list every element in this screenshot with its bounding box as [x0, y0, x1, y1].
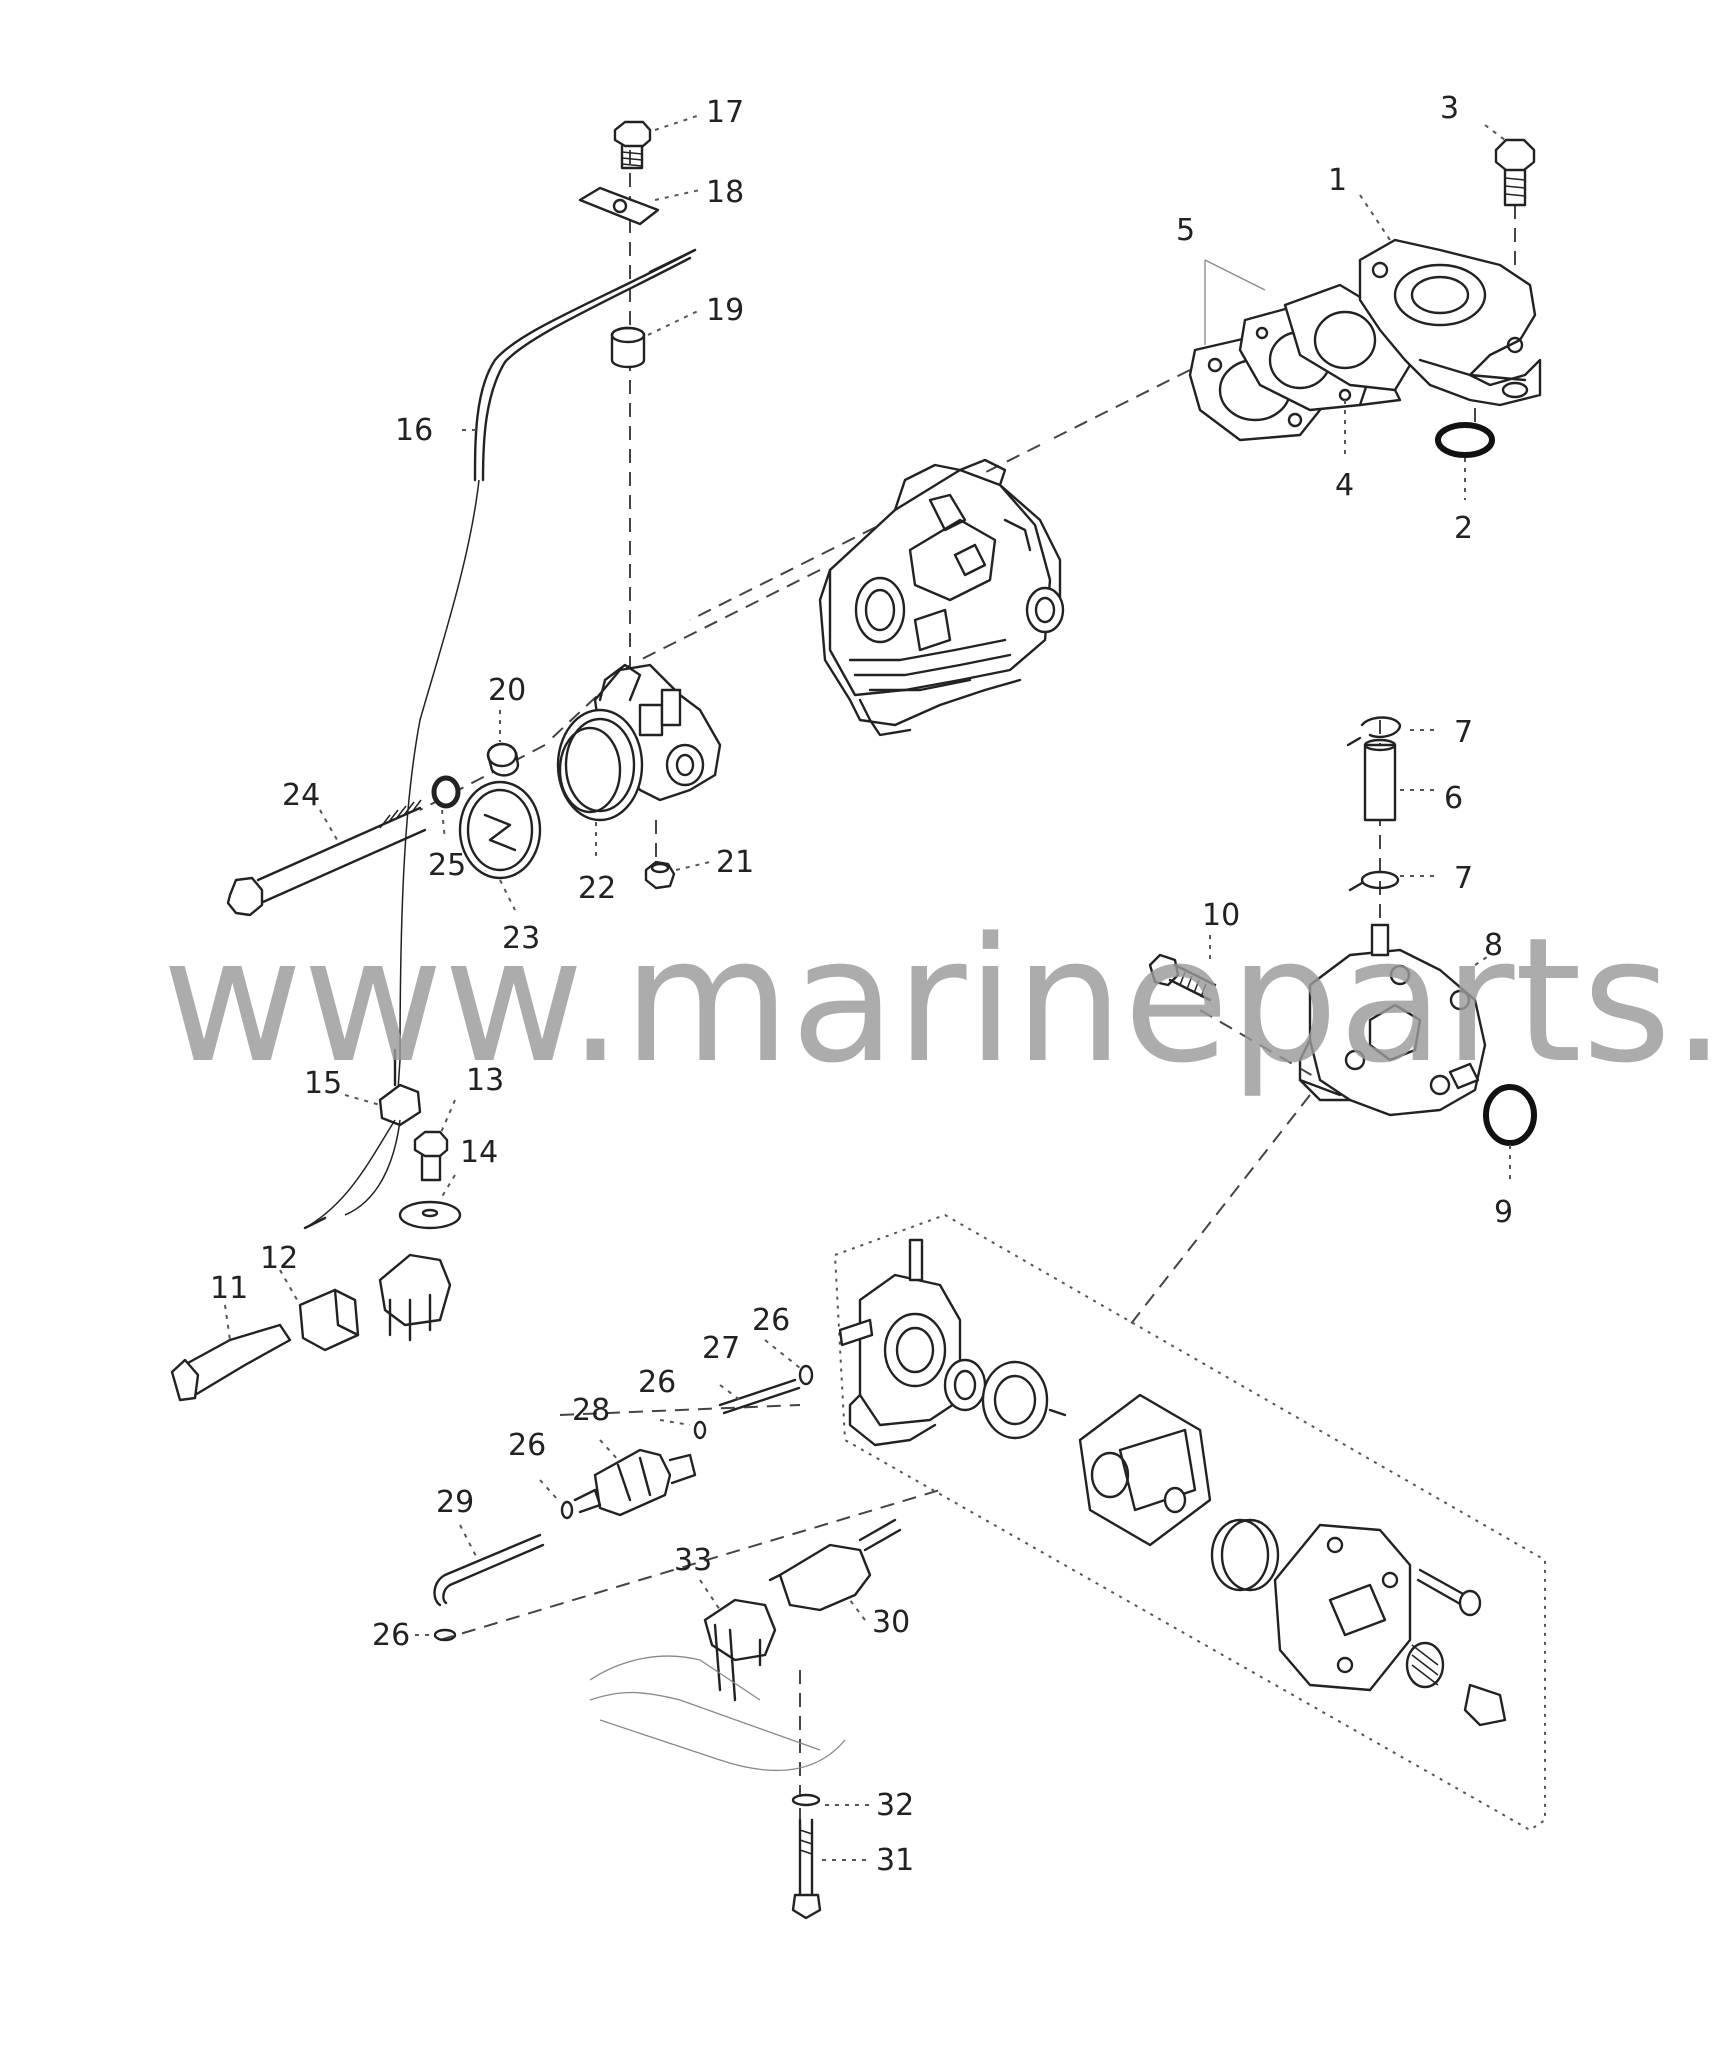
callout-7-upper: 7	[1454, 715, 1473, 750]
callout-33: 33	[674, 1543, 712, 1578]
callout-26-mid: 26	[638, 1365, 676, 1400]
callout-14: 14	[460, 1135, 498, 1170]
collar-19	[610, 326, 646, 369]
callout-1: 1	[1328, 163, 1347, 198]
lever-assembly	[170, 1048, 462, 1402]
callout-21: 21	[716, 845, 754, 880]
plate-18	[578, 186, 660, 226]
callout-4: 4	[1335, 468, 1354, 503]
ring-23	[458, 780, 542, 880]
fuel-pump-assembly	[1148, 716, 1537, 1146]
pump-breakdown-frame	[833, 1213, 1546, 1832]
leader-lines	[224, 114, 1511, 1861]
carburetor-body	[818, 458, 1065, 737]
callout-13: 13	[466, 1063, 504, 1098]
part-number-callouts: 17 18 19 16 3 1 5 4 2 20 7 6 7 24 21 25 …	[210, 91, 1513, 1878]
callout-17: 17	[706, 95, 744, 130]
callout-30: 30	[872, 1605, 910, 1640]
callout-15: 15	[304, 1066, 342, 1101]
callout-5: 5	[1176, 213, 1195, 248]
callout-3: 3	[1440, 91, 1459, 126]
callout-22: 22	[578, 871, 616, 906]
callout-26-left: 26	[508, 1428, 546, 1463]
callout-12: 12	[260, 1241, 298, 1276]
callout-8: 8	[1484, 928, 1503, 963]
callout-6: 6	[1444, 781, 1463, 816]
callout-26-right: 26	[752, 1303, 790, 1338]
cable-16	[397, 248, 697, 1091]
callout-27: 27	[702, 1331, 740, 1366]
callout-26-bottom: 26	[372, 1618, 410, 1653]
callout-32: 32	[876, 1788, 914, 1823]
fuel-line-assembly	[433, 1364, 902, 1920]
callout-11: 11	[210, 1271, 248, 1306]
callout-23: 23	[502, 921, 540, 956]
callout-10: 10	[1202, 898, 1240, 933]
callout-29: 29	[436, 1485, 474, 1520]
alignment-lines	[419, 150, 1516, 1860]
callout-28: 28	[572, 1393, 610, 1428]
watermark-text: www.marineparts.eu	[162, 900, 1728, 1101]
callout-19: 19	[706, 293, 744, 328]
o-ring-2	[1435, 422, 1495, 458]
callout-31: 31	[876, 1843, 914, 1878]
callout-2: 2	[1454, 511, 1473, 546]
bolt-17	[613, 120, 652, 170]
bolt-3	[1494, 138, 1536, 207]
callout-16: 16	[395, 413, 433, 448]
callout-24: 24	[282, 778, 320, 813]
pump-breakdown	[838, 1238, 1507, 1727]
collar-20	[486, 742, 520, 777]
throttle-housing	[556, 663, 722, 822]
callout-18: 18	[706, 175, 744, 210]
nut-21	[644, 860, 676, 890]
bolt-24	[226, 799, 427, 917]
washer-25	[431, 775, 461, 809]
manifold-1	[1358, 238, 1542, 407]
callout-25: 25	[428, 848, 466, 883]
callout-7-lower: 7	[1454, 861, 1473, 896]
callout-20: 20	[488, 673, 526, 708]
callout-9: 9	[1494, 1195, 1513, 1230]
